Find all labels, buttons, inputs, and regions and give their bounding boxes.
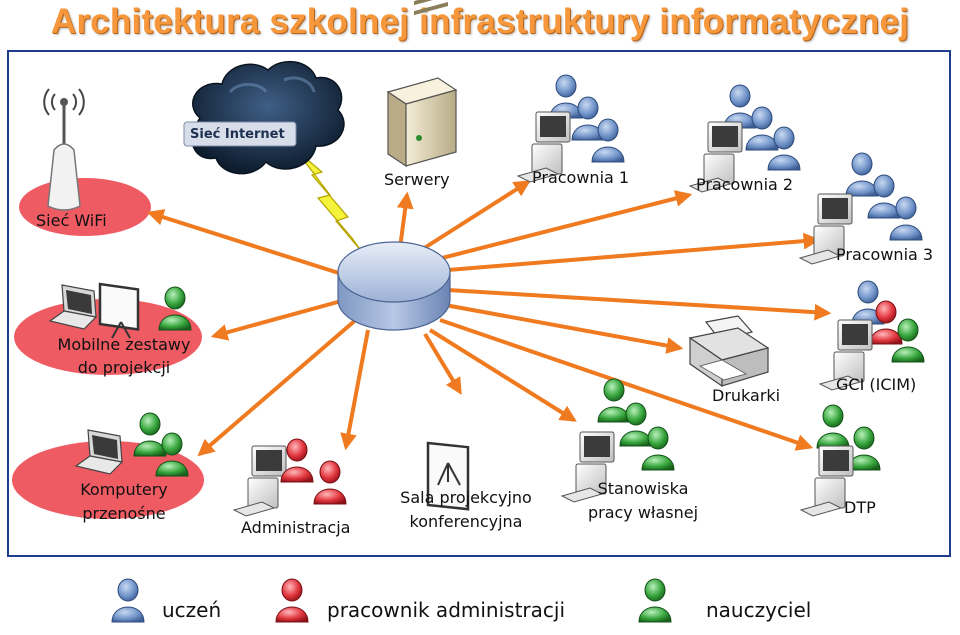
teacher-icon [619, 402, 653, 447]
legend-admin-icon [275, 578, 309, 623]
legend-student-icon [111, 578, 145, 623]
teacher-icon [133, 412, 167, 457]
laptops-label-2: przenośne [82, 504, 166, 523]
pracownia2-label: Pracownia 2 [696, 175, 794, 194]
legend-teacher-icon [638, 578, 672, 623]
computer-icon [233, 445, 287, 517]
cloud-label: Sieć Internet [190, 127, 285, 142]
admin-label: Administracja [241, 518, 351, 537]
mobile-label-1: Mobilne zestawy [57, 335, 191, 354]
gci-label: GCI (ICIM) [836, 375, 917, 394]
legend-pracownik: pracownik administracji [327, 598, 566, 622]
server-icon [386, 0, 458, 168]
projection-screen-icon [426, 441, 470, 511]
pracownia3-label: Pracownia 3 [836, 245, 934, 264]
serwery-label: Serwery [384, 170, 450, 189]
mobile-label-2: do projekcji [77, 358, 171, 377]
pracownia1-label: Pracownia 1 [532, 168, 630, 187]
laptops-label-1: Komputery [80, 480, 168, 499]
drukarki-label: Drukarki [712, 386, 781, 405]
wifi-tower-icon [43, 88, 85, 211]
sala-label-2: konferencyjna [409, 512, 523, 531]
cloud-icon [183, 60, 345, 175]
network-hub-icon [337, 241, 451, 331]
laptops-highlight [12, 441, 204, 519]
lightning-icon [295, 149, 363, 253]
stanowiska-label-2: pracy własnej [587, 503, 699, 522]
student-icon [845, 152, 879, 197]
page-title: Architektura szkolnej infrastruktury inf… [50, 2, 910, 41]
admin-staff-icon [313, 460, 347, 505]
stanowiska-label-1: Stanowiska [597, 479, 689, 498]
projection-set-icon [49, 282, 140, 339]
teacher-icon [641, 426, 675, 471]
printer-icon [688, 315, 770, 388]
connection-arrows [146, 180, 832, 457]
legend-uczen: uczeń [162, 598, 222, 622]
dtp-label: DTP [844, 498, 876, 517]
diagram-frame [7, 50, 951, 557]
legend-nauczyciel: nauczyciel [706, 598, 812, 622]
teacher-icon [816, 404, 850, 449]
wifi-label: Sieć WiFi [36, 211, 107, 230]
sala-label-1: Sala projekcyjno [400, 488, 532, 507]
